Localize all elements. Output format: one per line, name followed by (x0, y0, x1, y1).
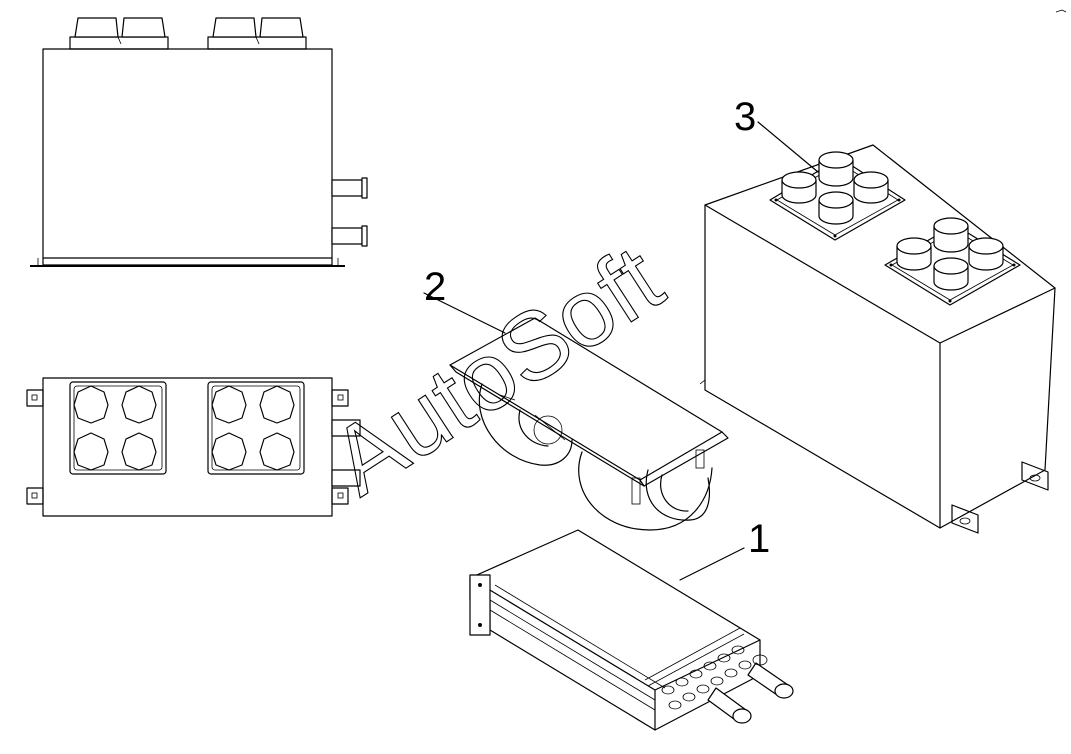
front-view-body (42, 48, 333, 266)
outlet-tube (818, 151, 854, 187)
front-view-top-connectors (69, 17, 307, 50)
outlet-tube (853, 171, 889, 204)
callout-number-2: 2 (424, 265, 446, 309)
outlet-tube (896, 237, 932, 271)
watermark-text: AutoSoft (313, 225, 680, 515)
housing-front-face (704, 204, 941, 529)
outlet-tube (818, 191, 854, 225)
housing-feet (699, 379, 1049, 534)
blower-assembly (423, 292, 729, 531)
heater-core-pipes (707, 654, 794, 724)
corner-mark (1055, 9, 1067, 13)
outlet-tube (933, 257, 969, 291)
heater-core-end-plate (469, 574, 491, 636)
housing-isometric (699, 121, 1056, 534)
outlet-plate-a (769, 151, 906, 241)
outlet-tube (781, 171, 817, 204)
top-view-body (42, 377, 333, 517)
top-view-mount-tabs (26, 389, 349, 505)
callout-3-leader (757, 121, 819, 173)
heater-core (469, 529, 794, 731)
heater-core-tube-bundle (644, 627, 752, 710)
front-view-side-pipes (331, 177, 368, 247)
callout-2-leader (423, 292, 506, 334)
front-view (30, 17, 368, 267)
outlet-plate-b (884, 217, 1021, 306)
top-view (26, 377, 361, 517)
outlet-tube (968, 237, 1004, 271)
callout-number-3: 3 (734, 95, 756, 139)
top-view-outlet-group-right (207, 381, 305, 475)
housing-side-face (939, 287, 1056, 529)
top-view-outlet-group-left (69, 381, 167, 475)
callout-number-1: 1 (748, 517, 770, 561)
callout-1-leader (679, 547, 745, 581)
top-view-pipe-stubs (331, 419, 361, 487)
blower-fan-housing-left (478, 383, 573, 466)
outlet-tube (933, 217, 969, 253)
blower-fan-housing-right (578, 449, 713, 531)
